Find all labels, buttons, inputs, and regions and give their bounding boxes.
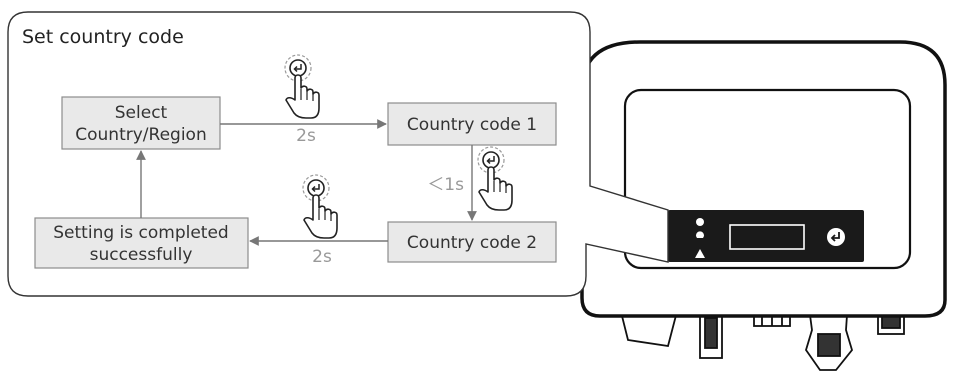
label-code2-to-done: 2s — [312, 247, 332, 267]
box-code1-label: Country code 1 — [407, 115, 537, 135]
box-country-code-1: Country code 1 — [387, 102, 557, 146]
box-select-line1: Select — [115, 103, 168, 123]
inverter-device — [580, 40, 947, 371]
led-indicator-icon — [695, 218, 705, 258]
box-done-line2: successfully — [90, 245, 193, 265]
panel-title: Set country code — [22, 26, 184, 48]
lcd-screen — [729, 224, 805, 250]
label-select-to-code1: 2s — [296, 126, 316, 146]
box-done-line1: Setting is completed — [53, 223, 228, 243]
display-panel — [668, 210, 864, 262]
box-select-line2: Country/Region — [75, 125, 206, 145]
box-code2-label: Country code 2 — [407, 233, 537, 253]
box-select-country: Select Country/Region — [61, 96, 221, 150]
box-country-code-2: Country code 2 — [387, 221, 557, 263]
box-setting-completed: Setting is completed successfully — [34, 217, 249, 269]
enter-button-icon[interactable] — [827, 228, 845, 246]
label-code1-to-code2: ＜1s — [427, 175, 464, 195]
